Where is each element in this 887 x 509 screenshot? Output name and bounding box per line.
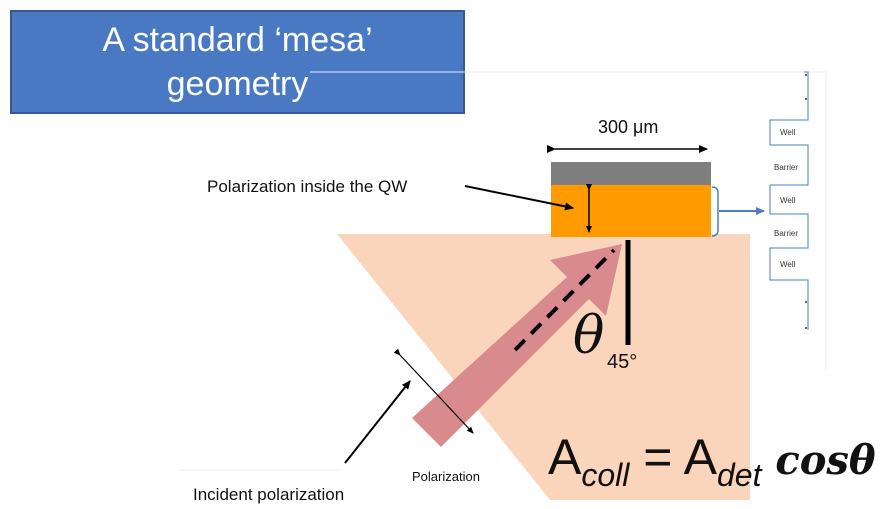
title-line-1: A standard ‘mesa’ [102, 21, 373, 59]
inset-frame [310, 71, 827, 370]
stack-dot [805, 301, 807, 303]
mesa-cap-layer [551, 162, 711, 185]
incident-polarization-arrow [393, 348, 474, 434]
theta-symbol: θ [573, 306, 605, 366]
layer-label-well: Well [780, 128, 796, 137]
layer-stack [769, 71, 809, 330]
title-line-2: geometry [166, 65, 309, 103]
formula-a-det: A [683, 429, 717, 485]
substrate-wedge [337, 234, 750, 500]
formula-sub-coll: coll [581, 457, 630, 493]
mesa-active-layer [551, 185, 711, 237]
incident-polarization-label: Incident polarization [193, 485, 345, 504]
stack-dot [805, 98, 807, 100]
mesa-width-label: 300 μm [598, 117, 659, 137]
layer-stack-outline [769, 71, 809, 330]
title-box: A standard ‘mesa’ geometry [10, 10, 465, 114]
incident-label-pointer [344, 380, 411, 464]
formula-a-coll: A [548, 429, 582, 485]
stack-dot [805, 327, 807, 329]
layer-label-well: Well [780, 260, 796, 269]
polarization-label: Polarization [412, 469, 480, 484]
layer-bracket [711, 186, 719, 237]
formula-cos-theta: cosθ [761, 437, 876, 484]
formula-equals: = [629, 429, 684, 485]
layer-label-barrier: Barrier [774, 163, 799, 172]
layer-label-well: Well [780, 196, 796, 205]
qw-label-pointer [464, 185, 574, 211]
layer-label-barrier: Barrier [774, 229, 799, 238]
stack-dot [805, 74, 807, 76]
angle-label: 45° [607, 351, 638, 373]
qw-polarization-label: Polarization inside the QW [207, 177, 408, 196]
formula-sub-det: det [716, 457, 762, 493]
beam-centerline [513, 248, 616, 352]
collection-area-formula: Acoll = Adet cosθ [548, 428, 876, 494]
layer-stack-dots [805, 74, 807, 329]
